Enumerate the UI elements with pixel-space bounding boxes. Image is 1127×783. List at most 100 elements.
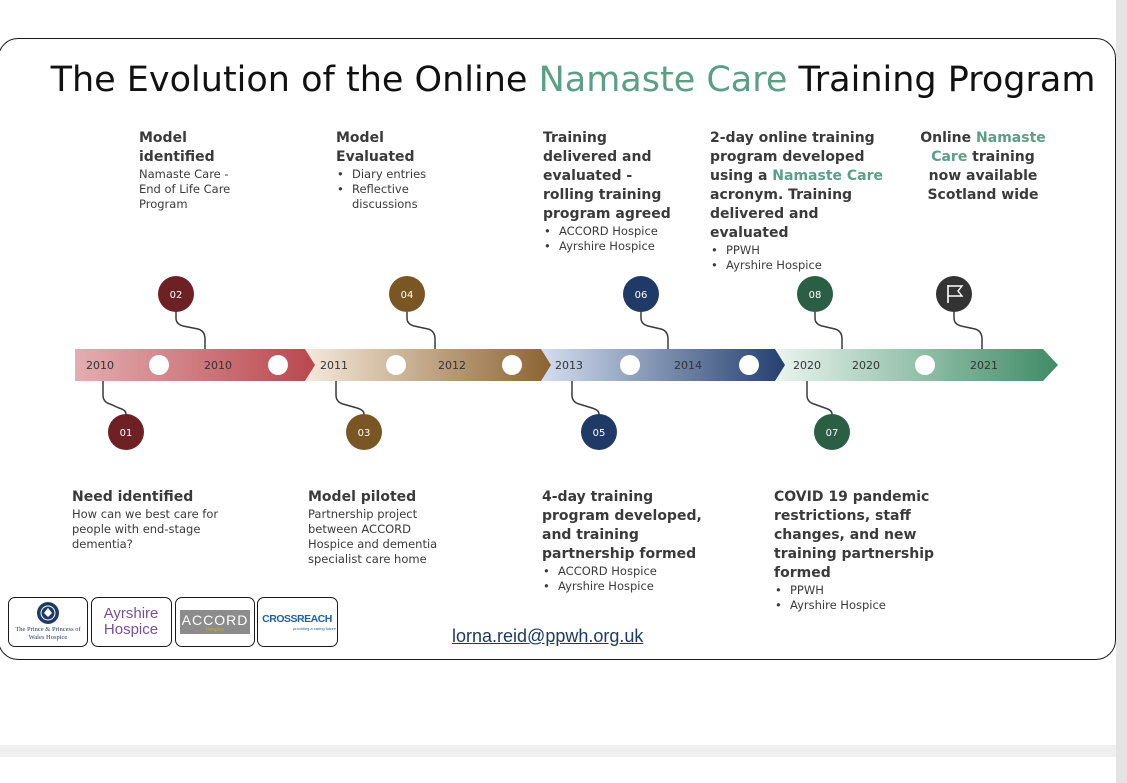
marker-circle [389, 276, 425, 312]
milestone-8-list: PPWH Ayrshire Hospice [710, 243, 900, 273]
milestone-9: Online Namaste Care training now availab… [918, 129, 1048, 205]
ayrshire-logo-line2: Hospice [103, 621, 159, 638]
milestone-2-description: Namaste Care - End of Life Care Program [139, 167, 231, 211]
marker-connector [953, 312, 983, 349]
marker-number: 05 [593, 428, 606, 439]
milestone-4-heading: Model Evaluated [336, 130, 415, 165]
marker-connector [814, 312, 843, 349]
tick-label: 2013 [555, 359, 583, 372]
milestone-4: Model Evaluated Diary entries Reflective… [336, 129, 456, 212]
list-item: ACCORD Hospice [542, 564, 712, 579]
milestone-5-list: ACCORD Hospice Ayrshire Hospice [542, 564, 712, 594]
list-item: PPWH [774, 583, 939, 598]
milestone-9-heading-highlight: Namaste Care [931, 130, 1046, 165]
list-item: Diary entries [336, 167, 456, 182]
marker-connector [175, 312, 206, 349]
crest-icon [37, 602, 59, 624]
milestone-5: 4-day training program developed, and tr… [542, 488, 712, 594]
milestone-8-heading-text: 2-day online training program developed … [710, 130, 875, 184]
timeline-dot [268, 355, 288, 375]
title-text-end: Training Program [787, 60, 1096, 100]
email-link[interactable]: lorna.reid@ppwh.org.uk [452, 626, 644, 646]
timeline-segment-1 [75, 349, 316, 381]
list-item: ACCORD Hospice [543, 224, 673, 239]
milestone-1-description: How can we best care for people with end… [72, 507, 219, 551]
marker-circle [581, 414, 617, 450]
milestone-3-heading: Model piloted [308, 489, 417, 505]
marker-number: 06 [635, 290, 648, 301]
milestone-1: Need identified How can we best care for… [72, 488, 222, 552]
ppwh-logo: The Prince & Princess of Wales Hospice [8, 597, 88, 647]
marker-connector [640, 312, 669, 349]
crossreach-logo-text: CROSSREACH [262, 613, 332, 625]
tick-label: 2012 [438, 359, 466, 372]
ppwh-logo-text: The Prince & Princess of Wales Hospice [15, 626, 81, 641]
crossreach-logo-subtext: providing a caring future [293, 626, 336, 631]
tick-label: 2010 [204, 359, 232, 372]
milestone-9-heading-text: Online [920, 130, 977, 146]
timeline-dot [915, 355, 935, 375]
marker-connector [806, 381, 833, 415]
accord-logo-text: ACCORD [181, 612, 249, 628]
milestone-9-heading-text-end: training now available Scotland wide [927, 149, 1039, 203]
milestone-3-description: Partnership project between ACCORD Hospi… [308, 507, 438, 566]
milestone-9-heading: Online Namaste Care training now availab… [918, 129, 1048, 205]
marker-number: 07 [826, 428, 839, 439]
tick-label: 2010 [86, 359, 114, 372]
milestone-6-heading: Training delivered and evaluated - rolli… [543, 130, 671, 222]
timeline-dot [149, 355, 169, 375]
milestone-8-heading: 2-day online training program developed … [710, 129, 900, 243]
milestone-3: Model piloted Partnership project betwee… [308, 488, 448, 567]
timeline-dot [502, 355, 522, 375]
flag-icon [947, 285, 964, 303]
marker-number: 03 [358, 428, 371, 439]
timeline-segment-3 [541, 349, 790, 381]
next-page [0, 757, 1116, 783]
accord-hospice-logo: ACCORD Hospice [175, 597, 255, 647]
tick-label: 2021 [970, 359, 998, 372]
title-text: The Evolution of the Online [50, 60, 539, 100]
timeline-dot [620, 355, 640, 375]
list-item: Reflective discussions [336, 182, 456, 212]
milestone-1-heading: Need identified [72, 489, 194, 505]
marker-number: 08 [809, 290, 822, 301]
tick-label: 2011 [320, 359, 348, 372]
marker-connector [335, 381, 365, 415]
marker-connector [102, 381, 127, 415]
milestone-2: Model identified Namaste Care - End of L… [139, 129, 249, 212]
milestone-5-heading: 4-day training program developed, and tr… [542, 489, 702, 562]
timeline-dot [739, 355, 759, 375]
tick-label: 2014 [674, 359, 702, 372]
marker-connector [406, 312, 436, 349]
crossreach-logo: CROSSREACH providing a caring future [257, 597, 338, 647]
marker-circle [936, 276, 972, 312]
timeline-dot [386, 355, 406, 375]
milestone-8: 2-day online training program developed … [710, 129, 900, 273]
accord-logo-subtext: Hospice [205, 627, 225, 633]
marker-circle [623, 276, 659, 312]
milestone-8-heading-text-end: acronym. Training delivered and evaluate… [710, 187, 853, 241]
marker-number: 04 [401, 290, 414, 301]
slide-title: The Evolution of the Online Namaste Care… [0, 60, 1127, 100]
milestone-6: Training delivered and evaluated - rolli… [543, 129, 673, 254]
marker-circle [814, 414, 850, 450]
scrollbar[interactable] [1116, 0, 1127, 783]
list-item: Ayrshire Hospice [543, 239, 673, 254]
milestone-7-heading: COVID 19 pandemic restrictions, staff ch… [774, 489, 935, 581]
timeline-segment-2 [305, 349, 553, 381]
ayrshire-hospice-logo: Ayrshire Hospice [91, 597, 172, 647]
marker-circle [108, 414, 144, 450]
marker-circle [158, 276, 194, 312]
milestone-8-heading-highlight: Namaste Care [772, 168, 884, 184]
title-highlight: Namaste Care [538, 60, 788, 100]
list-item: Ayrshire Hospice [542, 579, 712, 594]
marker-number: 02 [170, 290, 183, 301]
marker-circle [797, 276, 833, 312]
milestone-4-list: Diary entries Reflective discussions [336, 167, 456, 212]
milestone-2-heading: Model identified [139, 130, 215, 165]
list-item: PPWH [710, 243, 900, 258]
marker-circle [346, 414, 382, 450]
list-item: Ayrshire Hospice [710, 258, 900, 273]
milestone-7: COVID 19 pandemic restrictions, staff ch… [774, 488, 939, 613]
